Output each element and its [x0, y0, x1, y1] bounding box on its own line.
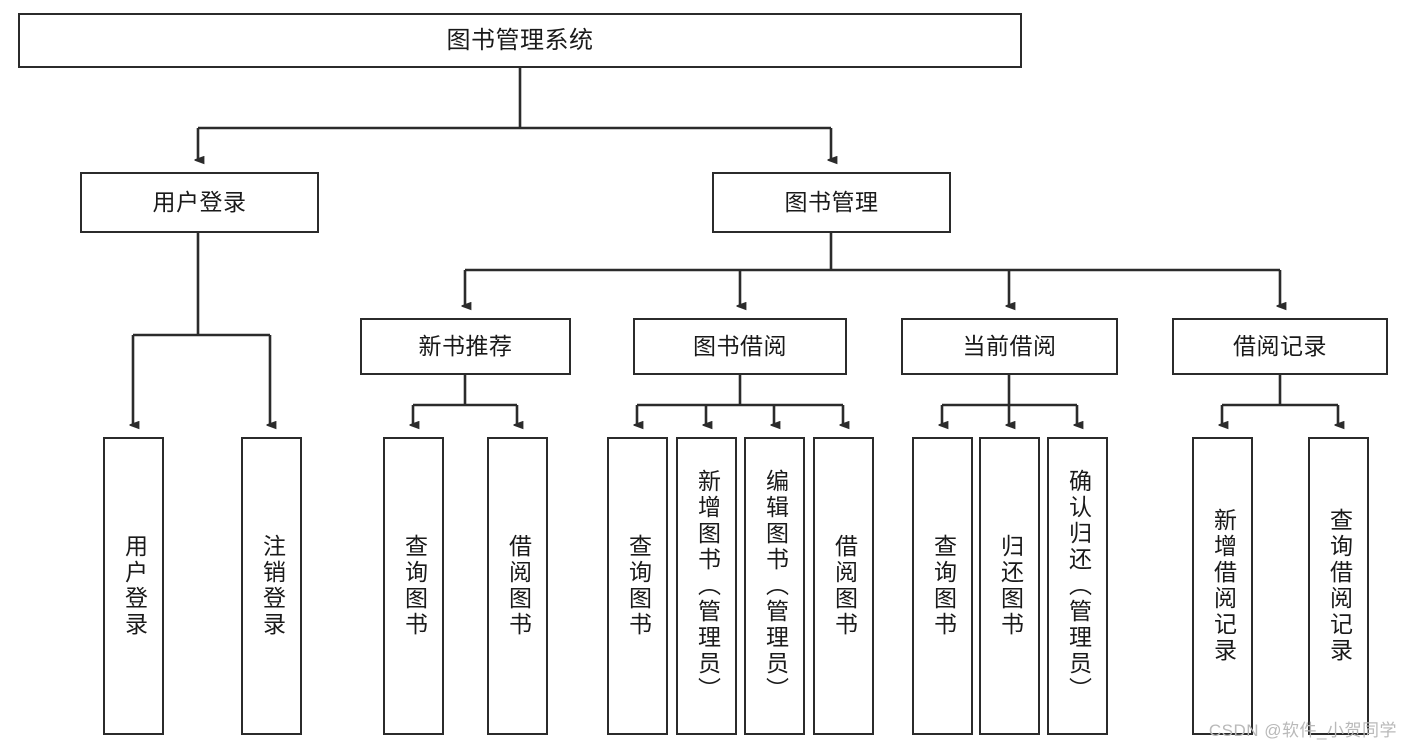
- leaf-confirm-return-admin[interactable]: 确认归还（管理员）: [1047, 437, 1108, 735]
- node-label: 查询图书: [625, 534, 652, 638]
- node-label: 注销登录: [259, 534, 286, 638]
- node-label: 图书借阅: [693, 333, 787, 360]
- node-label: 新增借阅记录: [1210, 508, 1237, 664]
- node-label: 查询借阅记录: [1326, 508, 1353, 664]
- node-user-login[interactable]: 用户登录: [80, 172, 319, 233]
- leaf-borrow-book[interactable]: 借阅图书: [813, 437, 874, 735]
- leaf-add-book-admin[interactable]: 新增图书（管理员）: [676, 437, 737, 735]
- watermark-text: CSDN @软件_小贺同学: [1208, 721, 1397, 740]
- node-label: 编辑图书（管理员）: [762, 469, 789, 703]
- node-root-system[interactable]: 图书管理系统: [18, 13, 1022, 68]
- node-label: 图书管理: [784, 189, 879, 216]
- leaf-borrow-book-newbook[interactable]: 借阅图书: [487, 437, 548, 735]
- node-label: 借阅图书: [505, 534, 532, 638]
- node-label: 新增图书（管理员）: [694, 469, 721, 703]
- node-new-book-recommend[interactable]: 新书推荐: [360, 318, 571, 375]
- node-label: 借阅记录: [1233, 333, 1327, 360]
- node-book-borrow[interactable]: 图书借阅: [633, 318, 847, 375]
- node-label: 用户登录: [121, 534, 148, 638]
- leaf-add-borrow-record[interactable]: 新增借阅记录: [1192, 437, 1253, 735]
- node-label: 新书推荐: [418, 333, 513, 360]
- node-current-borrow[interactable]: 当前借阅: [901, 318, 1118, 375]
- node-label: 归还图书: [997, 534, 1024, 638]
- node-label: 借阅图书: [831, 534, 858, 638]
- leaf-user-login[interactable]: 用户登录: [103, 437, 164, 735]
- leaf-query-borrow-record[interactable]: 查询借阅记录: [1308, 437, 1369, 735]
- leaf-query-book-borrow[interactable]: 查询图书: [607, 437, 668, 735]
- node-borrow-record[interactable]: 借阅记录: [1172, 318, 1388, 375]
- node-label: 用户登录: [152, 189, 247, 216]
- node-label: 查询图书: [401, 534, 428, 638]
- leaf-user-logout[interactable]: 注销登录: [241, 437, 302, 735]
- node-book-management[interactable]: 图书管理: [712, 172, 951, 233]
- node-label: 确认归还（管理员）: [1065, 469, 1092, 703]
- leaf-edit-book-admin[interactable]: 编辑图书（管理员）: [744, 437, 805, 735]
- leaf-query-book-newbook[interactable]: 查询图书: [383, 437, 444, 735]
- leaf-return-book[interactable]: 归还图书: [979, 437, 1040, 735]
- leaf-query-book-current[interactable]: 查询图书: [912, 437, 973, 735]
- node-label: 图书管理系统: [446, 26, 594, 54]
- node-label: 当前借阅: [962, 333, 1057, 360]
- node-label: 查询图书: [930, 534, 957, 638]
